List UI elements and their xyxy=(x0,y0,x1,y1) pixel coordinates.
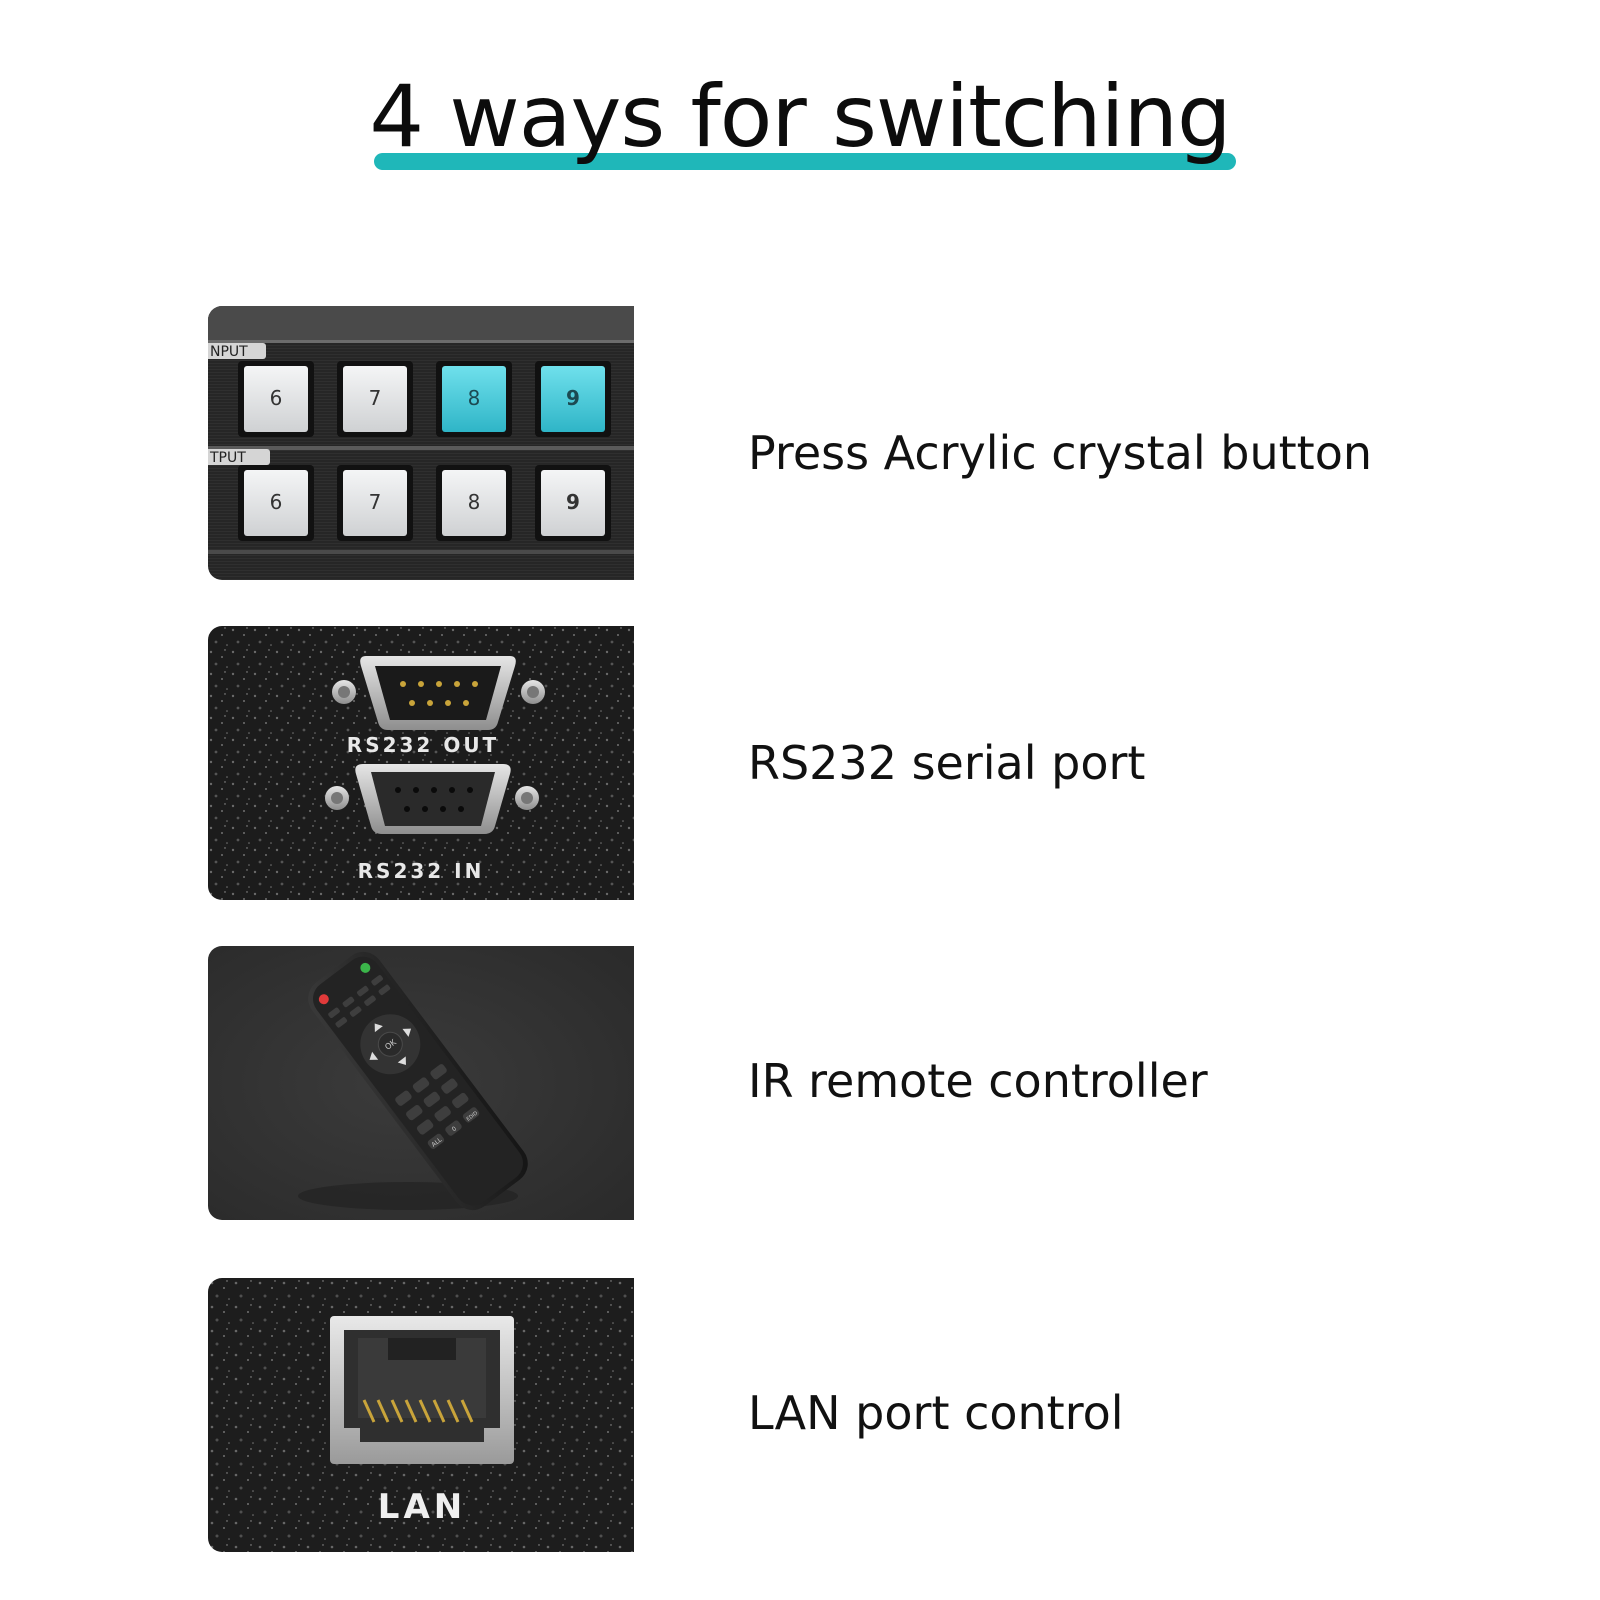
rs232-in-label: RS232 IN xyxy=(358,859,485,883)
lan-label: LAN xyxy=(378,1487,466,1527)
acrylic-button-panel-image: NPUT TPUT 6 7 8 9 6 7 8 9 xyxy=(208,306,634,580)
rs232-panel-image: RS232 OUT RS232 IN xyxy=(208,626,634,900)
output-button-row xyxy=(238,465,611,541)
output-key-label: 8 xyxy=(468,490,481,514)
output-label: TPUT xyxy=(209,450,246,466)
output-key-label: 7 xyxy=(369,490,382,514)
lan-panel-image: LAN xyxy=(208,1278,634,1552)
remote-zero-label: 0 xyxy=(451,1125,458,1133)
db9-out-connector xyxy=(332,656,545,730)
input-key-label: 6 xyxy=(270,386,283,410)
method-row-lan: LAN LAN port control xyxy=(0,1278,1600,1552)
ir-remote-panel-image: OK ALL 0 EDID xyxy=(208,946,634,1220)
input-button-row xyxy=(238,361,611,437)
button-panel-illustration: NPUT TPUT 6 7 8 9 6 7 8 9 xyxy=(208,306,634,580)
ir-remote-illustration: OK ALL 0 EDID xyxy=(208,946,634,1220)
output-key-label: 6 xyxy=(270,490,283,514)
page-title: 4 ways for switching xyxy=(369,67,1231,167)
input-label: NPUT xyxy=(210,344,248,360)
input-key-label: 9 xyxy=(566,386,580,410)
method-row-ir-remote: OK ALL 0 EDID IR remote controller xyxy=(0,946,1600,1220)
title-wrap: 4 ways for switching xyxy=(0,70,1600,165)
method-caption: RS232 serial port xyxy=(748,736,1146,790)
title-underline xyxy=(374,153,1236,170)
lan-port-illustration: LAN xyxy=(208,1278,634,1552)
input-key-label: 7 xyxy=(369,386,382,410)
remote-control: OK ALL 0 EDID xyxy=(308,951,528,1211)
method-row-rs232: RS232 OUT RS232 IN RS232 serial port xyxy=(0,626,1600,900)
method-row-buttons: NPUT TPUT 6 7 8 9 6 7 8 9 Press Acrylic … xyxy=(0,306,1600,580)
input-key-label: 8 xyxy=(468,386,481,410)
rj45-port xyxy=(330,1316,514,1464)
rs232-illustration: RS232 OUT RS232 IN xyxy=(208,626,634,900)
rs232-out-label: RS232 OUT xyxy=(347,733,499,757)
method-caption: IR remote controller xyxy=(748,1054,1208,1108)
method-caption: Press Acrylic crystal button xyxy=(748,426,1372,480)
method-caption: LAN port control xyxy=(748,1386,1124,1440)
output-key-label: 9 xyxy=(566,490,580,514)
db9-in-connector xyxy=(325,764,539,834)
